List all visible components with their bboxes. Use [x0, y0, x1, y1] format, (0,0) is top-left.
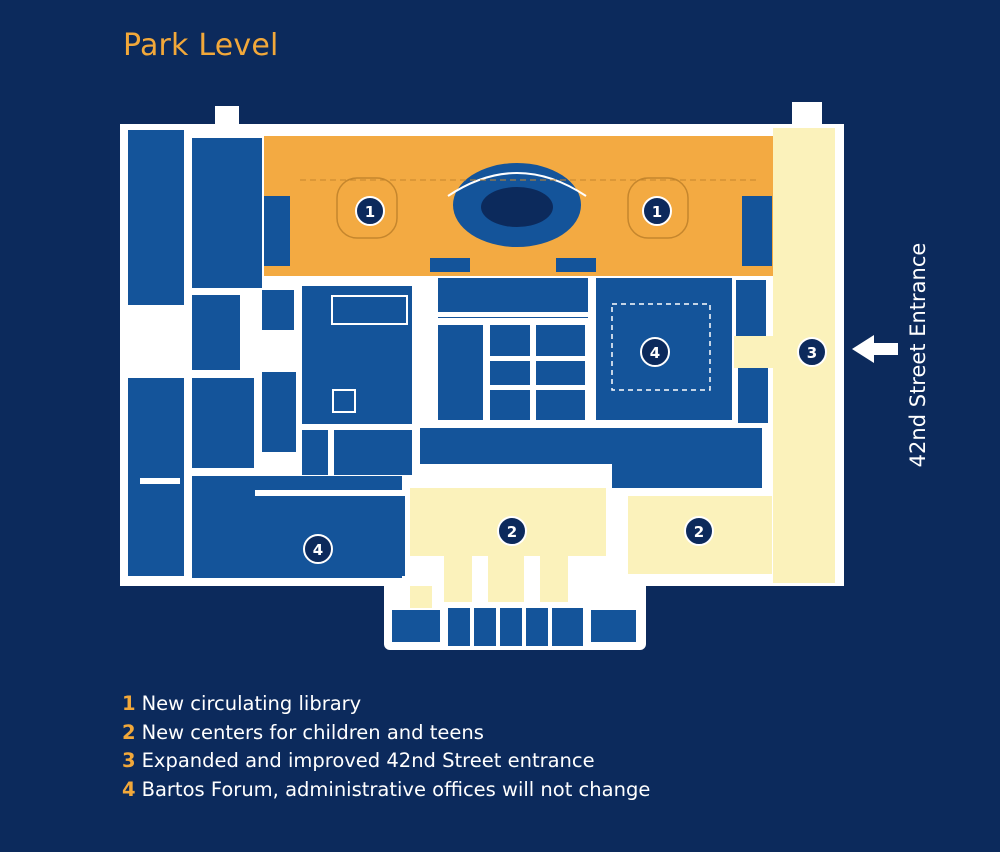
legend-text: New centers for children and teens: [141, 720, 484, 744]
svg-text:3: 3: [807, 344, 817, 362]
svg-text:2: 2: [694, 523, 704, 541]
svg-text:4: 4: [650, 344, 660, 362]
blue-rooms: [128, 130, 768, 646]
legend-text: New circulating library: [141, 692, 362, 715]
marker-2-teens: 2: [684, 516, 714, 546]
floor-plan: 1 1 2 2 3 4 4: [120, 102, 898, 650]
legend-text: Expanded and improved 42nd Street entran…: [141, 749, 595, 772]
legend-number: 1: [122, 692, 136, 715]
area-markers: 1 1 2 2 3 4 4: [303, 196, 827, 564]
page-title: Park Level: [123, 28, 279, 63]
marker-1-east: 1: [642, 196, 672, 226]
interior-walls: [140, 295, 711, 646]
legend-number: 3: [122, 749, 136, 772]
marker-3-entrance: 3: [797, 337, 827, 367]
legend-number: 2: [122, 720, 136, 744]
circulating-library-area: [264, 136, 774, 276]
svg-text:2: 2: [507, 523, 517, 541]
marker-1-west: 1: [355, 196, 385, 226]
svg-text:1: 1: [365, 203, 375, 221]
marker-4-offices: 4: [303, 534, 333, 564]
centers-area: [410, 128, 835, 608]
svg-text:4: 4: [313, 541, 323, 559]
marker-2-children: 2: [497, 516, 527, 546]
legend-text: Bartos Forum, administrative offices wil…: [141, 777, 651, 801]
marker-4-forum: 4: [640, 337, 670, 367]
svg-text:1: 1: [652, 203, 662, 221]
entrance-arrow-icon: [852, 335, 898, 363]
legend-number: 4: [122, 777, 136, 801]
entrance-label: 42nd Street Entrance: [906, 242, 930, 468]
